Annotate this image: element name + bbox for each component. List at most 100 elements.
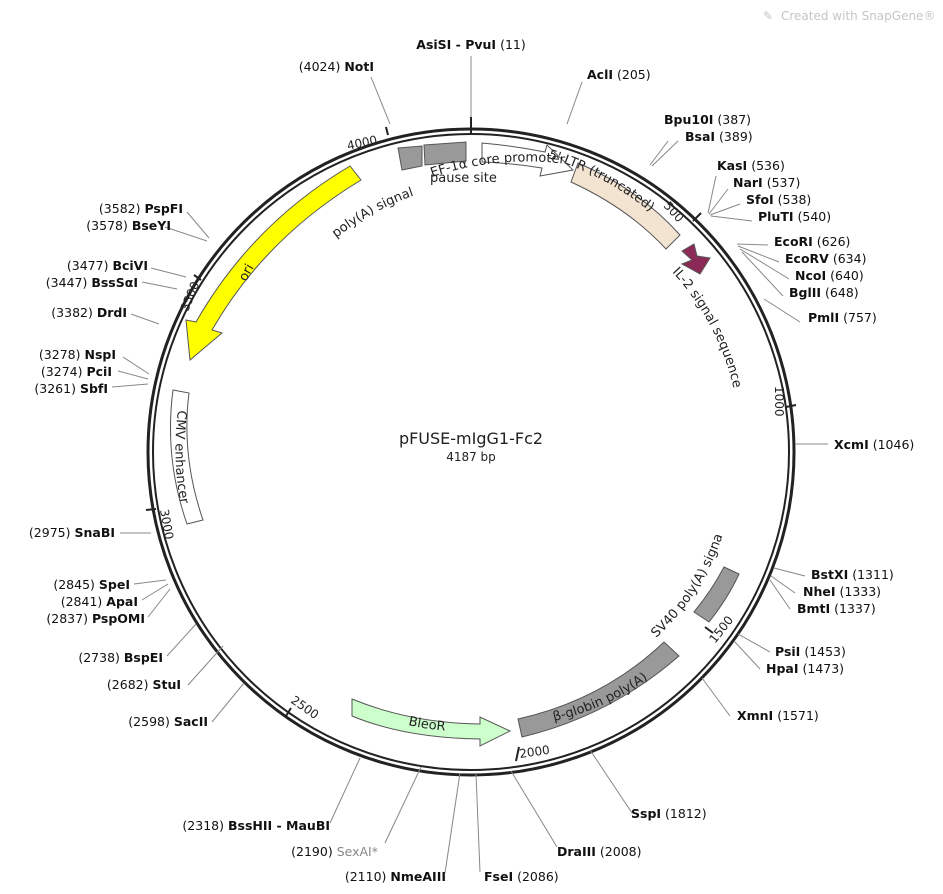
restriction-site-label[interactable]: NarI (537) — [733, 175, 800, 190]
site-name: AclI — [587, 67, 613, 82]
feature-5ltr[interactable] — [570, 162, 681, 250]
tick-label-3000: 3000 — [157, 508, 176, 541]
site-name: BsaI — [685, 129, 715, 144]
restriction-site-label[interactable]: (3582) PspFI — [99, 201, 183, 216]
restriction-site-label[interactable]: (2598) SacII — [128, 714, 208, 729]
site-name: KasI — [717, 158, 747, 173]
restriction-site-label[interactable]: AsiSI - PvuI (11) — [416, 37, 525, 52]
feature-ori[interactable] — [185, 165, 362, 361]
site-position: (3261) — [34, 381, 76, 396]
restriction-site-label[interactable]: NcoI (640) — [795, 268, 864, 283]
restriction-site-label[interactable]: (3447) BssSαI — [46, 275, 138, 290]
restriction-site-label[interactable]: (2110) NmeAIII — [345, 869, 446, 884]
restriction-site-labels: AsiSI - PvuI (11)AclI (205)Bpu10I (387)B… — [29, 37, 914, 884]
site-name: FseI — [484, 869, 513, 884]
site-name: Bpu10I — [664, 112, 713, 127]
feature-bleor[interactable] — [351, 698, 512, 747]
restriction-site-label[interactable]: SfoI (538) — [746, 192, 811, 207]
restriction-site-label[interactable]: (2841) ApaI — [61, 594, 138, 609]
site-position: (2086) — [517, 869, 559, 884]
restriction-site-label[interactable]: XcmI (1046) — [834, 437, 914, 452]
site-name: HpaI — [766, 661, 799, 676]
site-leader-line — [147, 588, 171, 618]
site-leader-line — [329, 757, 361, 824]
feature-ef1a-promoter[interactable] — [481, 142, 575, 177]
restriction-site-label[interactable]: PsiI (1453) — [775, 644, 846, 659]
site-leader-line — [164, 226, 208, 242]
site-leader-line — [769, 579, 791, 610]
site-leader-line — [166, 623, 197, 657]
feature-cmv-enhancer[interactable] — [170, 389, 204, 525]
site-name: EcoRV — [785, 251, 829, 266]
restriction-site-label[interactable]: SspI (1812) — [631, 806, 707, 821]
site-name: PspFI — [144, 201, 183, 216]
site-name: BspEI — [124, 650, 163, 665]
restriction-site-label[interactable]: NheI (1333) — [803, 584, 881, 599]
restriction-site-label[interactable]: (2682) StuI — [107, 677, 181, 692]
site-name: XcmI — [834, 437, 869, 452]
site-name: BstXI — [811, 567, 848, 582]
site-position: (3477) — [67, 258, 109, 273]
site-leader-line — [211, 682, 245, 723]
restriction-site-label[interactable]: PluTI (540) — [758, 209, 831, 224]
site-position: (3278) — [39, 347, 81, 362]
restriction-site-label[interactable]: (2837) PspOMI — [46, 611, 145, 626]
restriction-site-label[interactable]: (2975) SnaBI — [29, 525, 115, 540]
restriction-site-label[interactable]: (3278) NspI — [39, 347, 116, 362]
site-position: (2975) — [29, 525, 71, 540]
site-position: (1473) — [802, 661, 844, 676]
site-name: SbfI — [80, 381, 108, 396]
restriction-site-label[interactable]: (3477) BciVI — [67, 258, 148, 273]
site-position: (1311) — [852, 567, 894, 582]
site-name: NcoI — [795, 268, 826, 283]
restriction-site-label[interactable]: (3261) SbfI — [34, 381, 108, 396]
restriction-site-label[interactable]: (2190) SexAI* — [291, 844, 378, 859]
site-leader-line — [133, 579, 167, 585]
restriction-site-label[interactable]: KasI (536) — [717, 158, 785, 173]
feature-il2-signal[interactable] — [680, 243, 711, 275]
restriction-site-label[interactable]: PmlI (757) — [808, 310, 877, 325]
restriction-site-label[interactable]: (3274) PciI — [41, 364, 112, 379]
restriction-site-label[interactable]: FseI (2086) — [484, 869, 559, 884]
site-name: StuI — [152, 677, 181, 692]
site-name: SpeI — [99, 577, 130, 592]
feature-polya-signal[interactable] — [397, 145, 423, 171]
feature-pause-site[interactable] — [423, 141, 467, 166]
site-leader-line — [770, 575, 796, 594]
feature-beta-globin-polya[interactable] — [517, 641, 680, 738]
restriction-site-label[interactable]: (3578) BseYI — [86, 218, 171, 233]
site-leader-line — [130, 313, 160, 325]
restriction-site-label[interactable]: EcoRV (634) — [785, 251, 866, 266]
restriction-site-label[interactable]: Bpu10I (387) — [664, 112, 751, 127]
site-position: (2682) — [107, 677, 149, 692]
site-name: ApaI — [106, 594, 138, 609]
restriction-site-label[interactable]: DraIII (2008) — [557, 844, 642, 859]
restriction-site-label[interactable]: (2738) BspEI — [78, 650, 163, 665]
restriction-site-label[interactable]: EcoRI (626) — [774, 234, 850, 249]
restriction-site-label[interactable]: (4024) NotI — [299, 59, 374, 74]
label-cmv-enhancer: CMV enhancer — [171, 410, 191, 506]
restriction-site-label[interactable]: BmtI (1337) — [797, 601, 876, 616]
restriction-site-label[interactable]: HpaI (1473) — [766, 661, 844, 676]
restriction-site-label[interactable]: AclI (205) — [587, 67, 651, 82]
site-leader-line — [187, 645, 224, 686]
site-leader-line — [741, 251, 784, 297]
site-leader-line — [773, 567, 806, 577]
site-position: (389) — [719, 129, 753, 144]
restriction-site-label[interactable]: (2845) SpeI — [53, 577, 130, 592]
site-leader-line — [122, 356, 150, 375]
label-ori: ori — [236, 262, 257, 284]
site-leader-line — [370, 76, 391, 125]
site-position: (536) — [751, 158, 785, 173]
restriction-site-label[interactable]: XmnI (1571) — [737, 708, 819, 723]
restriction-site-label[interactable]: BsaI (389) — [685, 129, 753, 144]
restriction-site-label[interactable]: (2318) BssHII - MauBI — [182, 818, 330, 833]
restriction-site-label[interactable]: (3382) DrdI — [51, 305, 127, 320]
restriction-site-label[interactable]: BglII (648) — [789, 285, 859, 300]
tick-label-2000: 2000 — [518, 743, 550, 761]
site-name: SacII — [174, 714, 208, 729]
site-position: (2845) — [53, 577, 95, 592]
restriction-site-label[interactable]: BstXI (1311) — [811, 567, 894, 582]
feature-sv40-polya[interactable] — [693, 566, 740, 623]
